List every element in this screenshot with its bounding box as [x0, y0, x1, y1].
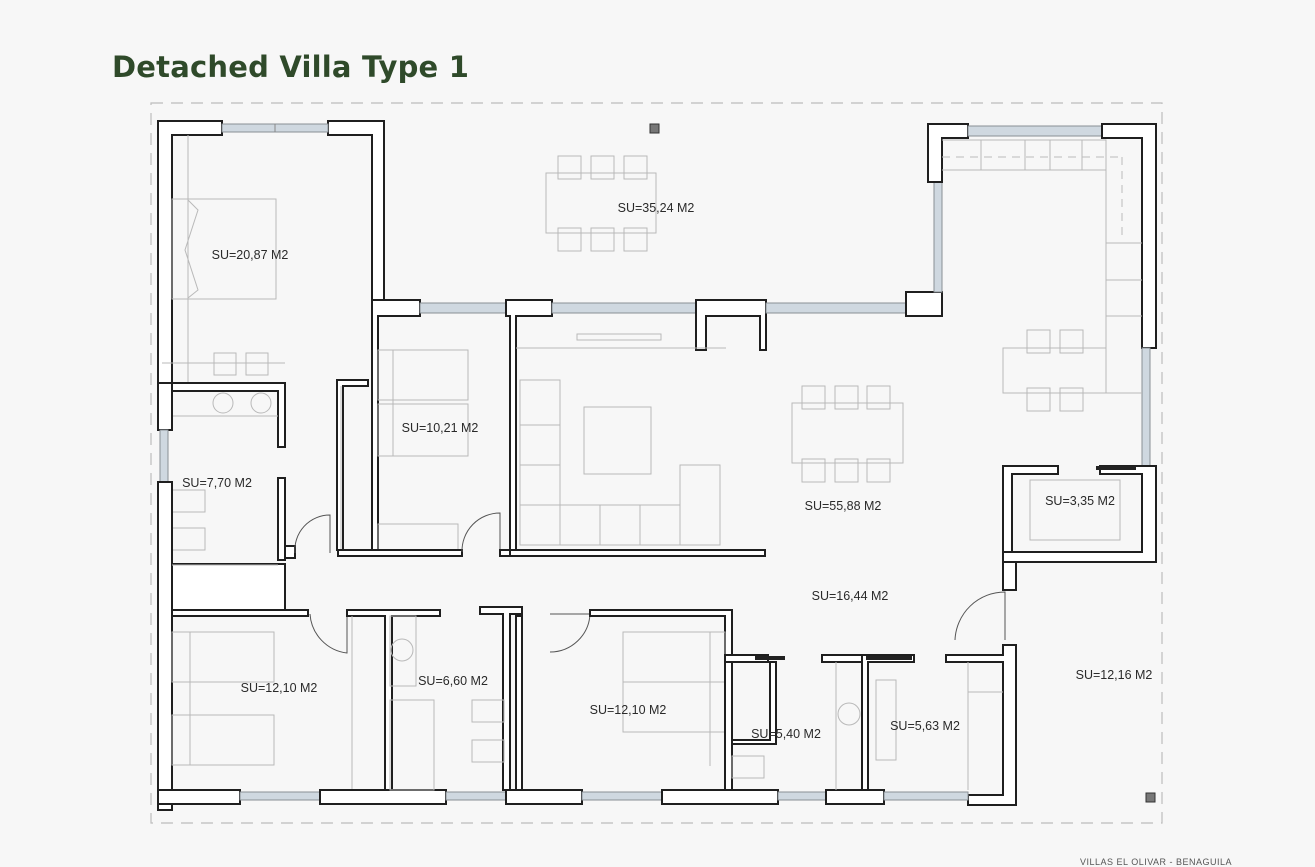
- room-label-laundry: SU=3,35 M2: [1045, 494, 1115, 508]
- room-label-porch: SU=12,16 M2: [1075, 668, 1153, 682]
- room-label-master-bedroom: SU=20,87 M2: [211, 248, 289, 262]
- room-label-bathroom-4: SU=5,63 M2: [890, 719, 960, 733]
- room-label-ensuite-bathroom: SU=7,70 M2: [182, 476, 252, 490]
- master-bedroom-walls: [157, 120, 385, 384]
- room-label-hallway: SU=16,44 M2: [811, 589, 889, 603]
- room-label-bathroom-3: SU=5,40 M2: [751, 727, 821, 741]
- room-label-bedroom-4: SU=12,10 M2: [589, 703, 667, 717]
- pillar-southeast: [1145, 792, 1156, 803]
- room-label-bathroom-2: SU=6,60 M2: [418, 674, 488, 688]
- room-label-north-terrace: SU=35,24 M2: [617, 201, 695, 215]
- room-label-bedroom-3: SU=12,10 M2: [240, 681, 318, 695]
- footer-caption: VILLAS EL OLIVAR - BENAGUILA: [1080, 857, 1233, 867]
- page-title: Detached Villa Type 1: [112, 50, 470, 84]
- room-label-bedroom-2: SU=10,21 M2: [401, 421, 479, 435]
- pillar-north: [649, 123, 660, 134]
- room-label-living-dining-kitchen: SU=55,88 M2: [804, 499, 882, 513]
- plot-boundary: [150, 102, 1163, 824]
